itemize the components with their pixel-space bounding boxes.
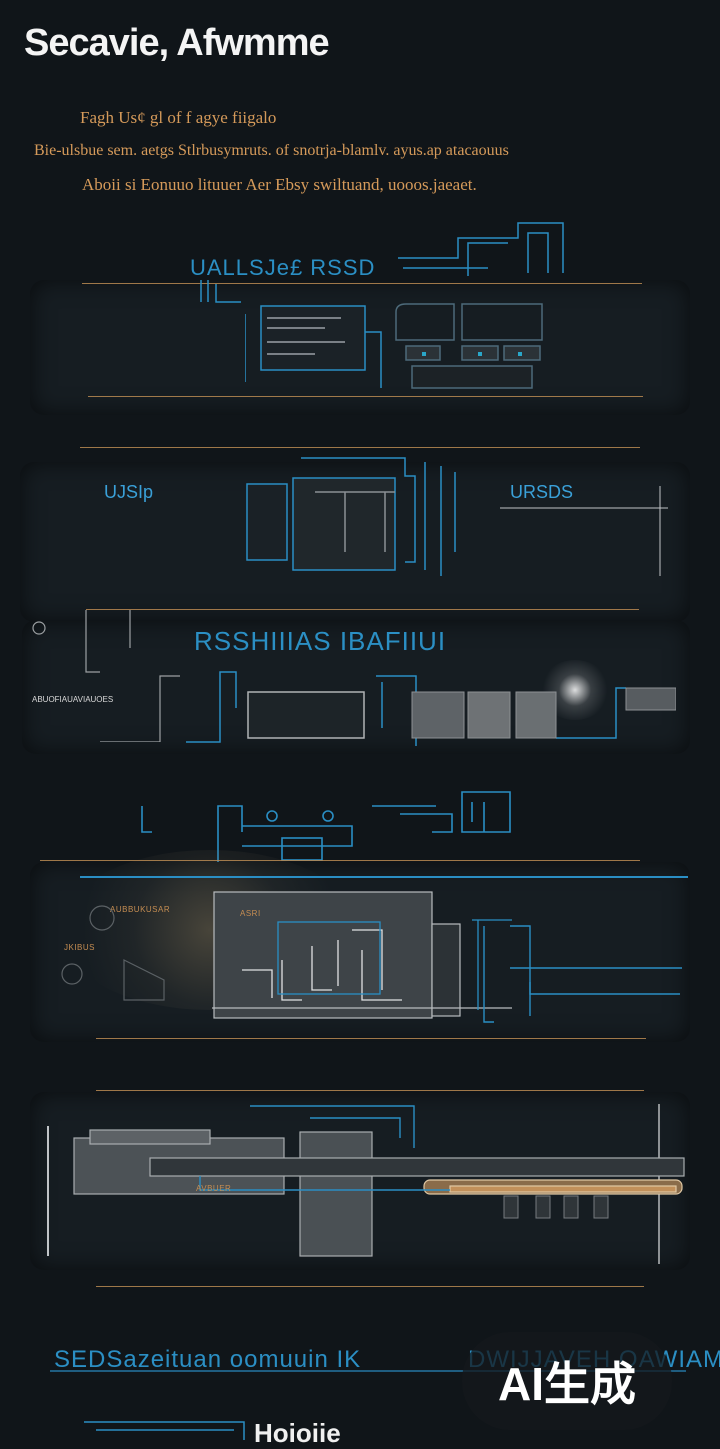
device-graphic-6 — [212, 890, 512, 1022]
left-bracket-graphic — [30, 608, 190, 743]
device-graphic-3 — [245, 452, 463, 576]
page-title: Secavie, Afwmme — [24, 22, 330, 64]
section-4-caption: AUBBUKUSAR — [110, 905, 171, 914]
bracket-graphic — [196, 280, 246, 304]
divider — [82, 283, 642, 284]
section-5-inner: AVBUER — [196, 1184, 232, 1193]
divider — [88, 396, 643, 397]
section-3-caption: ABUOFIAUAVIAUOES — [32, 695, 114, 704]
divider — [96, 1038, 646, 1039]
divider — [96, 1090, 644, 1091]
section-6-label: SEDSazeituan oomuuin IK — [54, 1346, 362, 1373]
section-2-label: UJSIp — [104, 482, 154, 502]
intro-line-2: Bie-ulsbue sem. aetgs Stlrbusymruts. of … — [34, 142, 509, 159]
section-4-caption-2: JKIBUS — [64, 943, 96, 952]
device-graphic-1 — [244, 302, 385, 388]
section-2-label-right: URSDS — [510, 482, 574, 502]
device-graphic-7 — [470, 920, 682, 1030]
section-3-label: RSSHIIIAS IBAFIIUI — [194, 626, 447, 656]
divider — [86, 609, 639, 610]
device-graphic-2 — [392, 300, 552, 392]
circuit-graphic-1 — [398, 218, 568, 278]
intro-line-3: Aboii si Eonuuo lituuer Aer Ebsy swiltua… — [82, 175, 477, 194]
device-graphic-4 — [186, 668, 677, 746]
device-graphic-8 — [70, 1100, 690, 1260]
section-1-label: UALLSJe£ RSSD — [190, 255, 376, 280]
divider-cyan — [80, 876, 688, 878]
divider — [80, 447, 640, 448]
divider — [96, 1286, 644, 1287]
intro-line-1: Fagh Us¢ gl of f agye fiigalo — [80, 108, 277, 127]
edge-rule — [47, 1126, 49, 1256]
section-7-label: Hoioiie — [254, 1418, 341, 1448]
device-graphic-9 — [84, 1418, 354, 1440]
divider-cyan — [50, 1370, 686, 1372]
watermark-badge: AI生成 — [462, 1332, 672, 1430]
section-4-inner: ASRI — [240, 909, 261, 918]
side-ornament — [44, 880, 194, 1020]
connector-line — [500, 486, 670, 578]
divider — [40, 860, 640, 861]
